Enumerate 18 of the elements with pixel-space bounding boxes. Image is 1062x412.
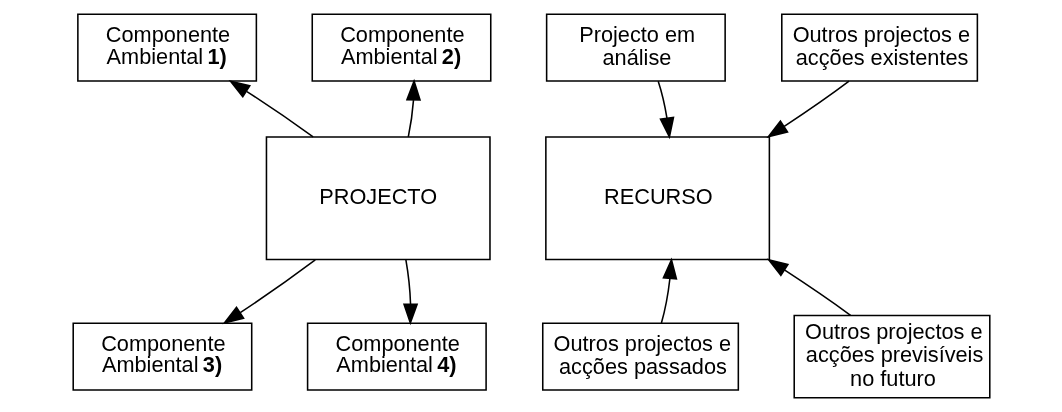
arrow [660,257,677,324]
arrow [221,259,316,325]
arrow [402,259,418,326]
arrow [766,258,851,317]
node-box: Projecto em análise [545,13,726,82]
node-box: Componente Ambiental 3) [71,322,252,391]
node-box: Componente Ambiental 1) [76,13,257,82]
node-box: Outros projectos e acções passados [541,322,739,391]
node-box: Outros projectos e acções previsíveis no futuro [792,314,991,399]
node-box: Componente Ambiental 4) [306,322,487,391]
node-box: PROJECTO [265,136,491,261]
node-box: Outros projectos e acções existentes [780,13,978,82]
arrow [765,80,850,139]
arrow [228,79,314,138]
arrow [405,78,421,138]
node-box: Componente Ambiental 2) [310,13,492,82]
arrow [656,80,674,140]
node-box: RECURSO [544,136,770,261]
